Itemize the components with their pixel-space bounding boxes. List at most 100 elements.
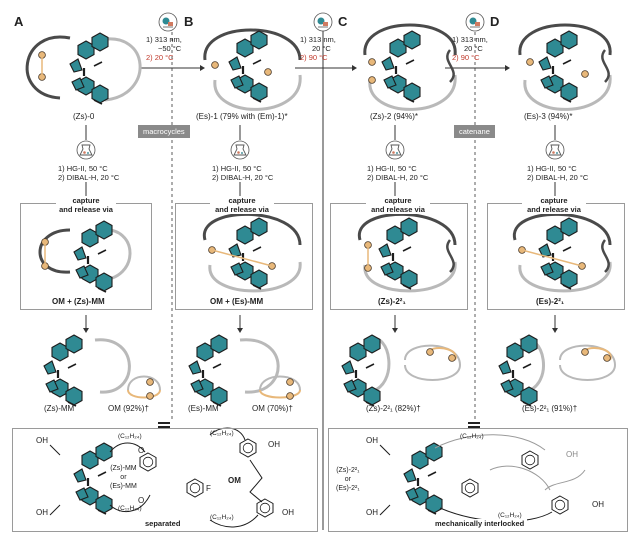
conditions-bc: 1) 313 nm, 20 °C 2) 90 °C [300,35,336,62]
legend-es-mm: (Es)-MM [110,483,137,490]
legend-or-right: or [344,476,351,483]
panel-c-start-molecule [363,23,457,111]
oxygen-label-b: O [138,496,145,505]
capture-c-molecule [358,212,457,293]
oh-label-right-bottom: OH [592,500,604,509]
label-zs-mm: (Zs)-MM [44,404,75,413]
product-a-om [127,375,161,400]
light-source-icon-cd [465,12,485,32]
chain-label-left-bottom: (C₁₂H₂₄) [118,505,142,512]
step-d-line2: 2) DIBAL-H, 20 °C [527,173,589,182]
step-c-line1: 1) HG-II, 50 °C [367,164,417,173]
label-zs-2-product: (Zs)-2²₁ (82%)† [366,404,421,413]
capture-heading-a: capture and release via [56,196,116,214]
capture-b-molecule [203,212,302,293]
oh-label-om-top: OH [268,440,280,449]
tag-macrocycles: macrocycles [138,125,190,138]
step-a: 1) HG-II, 50 °C 2) DIBAL-H, 20 °C [58,164,119,182]
label-es-mm: (Es)-MM [188,404,219,413]
bottom-box-interlocked [328,428,628,532]
oh-label-left-top: OH [36,436,48,445]
capture-c-line1: capture [384,196,412,205]
conditions-bc-line1: 1) 313 nm, [300,35,336,44]
chain-label-right-top: (C₁₂H₂₄) [460,433,484,440]
step-b-line1: 1) HG-II, 50 °C [212,164,262,173]
conditions-bc-line3: 2) 90 °C [300,53,328,62]
capture-box-a [20,203,152,310]
capture-box-c [330,203,468,310]
label-om-structure: OM [228,476,241,485]
label-zs-2: (Zs)-2 (94%)* [370,112,419,121]
oh-label-right-top: OH [566,450,578,459]
label-om-a: OM (92%)† [108,404,149,413]
catalyst-icon-b [230,140,250,160]
capture-product-b: OM + (Es)-MM [210,297,264,306]
capture-d-line2: and release via [527,205,581,214]
caption-interlocked: mechanically interlocked [432,519,528,528]
conditions-cd: 1) 313 nm, 20 °C 2) 90 °C [452,35,488,62]
capture-c-line2: and release via [371,205,425,214]
oh-label-om-bottom: OH [282,508,294,517]
label-es-2-product: (Es)-2²₁ (91%)† [522,404,578,413]
legend-catenane: (Zs)-2²₁ or (Es)-2²₁ [336,466,360,493]
bottom-box-separated [12,428,318,532]
chain-label-left-top: (C₁₂H₂₄) [118,433,142,440]
label-es-1: (Es)-1 (79% with (Em)-1)* [196,112,288,121]
legend-zs-mm: (Zs)-MM [110,465,137,472]
capture-b-line2: and release via [215,205,269,214]
panel-b-start-molecule [203,28,302,111]
capture-b-line1: capture [228,196,256,205]
label-es-3: (Es)-3 (94%)* [524,112,573,121]
catalyst-icon-c [385,140,405,160]
capture-d-molecule [513,212,612,293]
conditions-cd-line3: 2) 90 °C [452,53,480,62]
conditions-ab-line1: 1) 313 nm, [146,35,182,44]
catalyst-icon-a [76,140,96,160]
product-b-om [259,375,301,400]
capture-product-d: (Es)-2²₁ [536,297,565,306]
label-zs-0: (Zs)-0 [73,112,95,121]
oh-label-left-bottom: OH [36,508,48,517]
step-a-line2: 2) DIBAL-H, 20 °C [58,173,120,182]
product-c-catenane [342,335,462,406]
step-d: 1) HG-II, 50 °C 2) DIBAL-H, 20 °C [527,164,588,182]
fluorine-label: F [206,484,211,493]
step-b: 1) HG-II, 50 °C 2) DIBAL-H, 20 °C [212,164,273,182]
capture-box-b [175,203,313,310]
legend-zs-catenane: (Zs)-2²₁ [336,467,360,474]
chain-label-om-top: (C₁₂H₂₄) [210,430,234,437]
legend-or-left: or [120,474,127,481]
conditions-cd-line2: 20 °C [464,44,483,53]
conditions-bc-line2: 20 °C [312,44,331,53]
capture-a-line1: capture [72,196,100,205]
step-c: 1) HG-II, 50 °C 2) DIBAL-H, 20 °C [367,164,428,182]
catalyst-icon-d [545,140,565,160]
panel-a-start-molecule [25,33,142,104]
panel-letter-c: C [338,14,348,29]
legend-mm: (Zs)-MM or (Es)-MM [110,464,137,491]
panel-letter-b: B [184,14,194,29]
oxygen-label-a: O [138,446,145,455]
capture-a-molecule [38,221,132,292]
product-d-catenane [499,335,617,406]
chain-label-om-bottom: (C₁₂H₂₄) [210,514,234,521]
conditions-ab-line2: −50 °C [158,44,182,53]
capture-box-d [487,203,625,310]
conditions-ab-line3: 2) 20 °C [146,53,174,62]
conditions-ab: 1) 313 nm, −50 °C 2) 20 °C [146,35,182,62]
step-d-line1: 1) HG-II, 50 °C [527,164,577,173]
tag-catenane: catenane [454,125,495,138]
capture-product-c: (Zs)-2²₁ [378,297,406,306]
legend-es-catenane: (Es)-2²₁ [336,485,360,492]
capture-d-line1: capture [540,196,568,205]
panel-d-start-molecule [518,23,612,111]
light-source-icon-bc [313,12,333,32]
step-b-line2: 2) DIBAL-H, 20 °C [212,173,274,182]
panel-letter-d: D [490,14,500,29]
capture-a-line2: and release via [59,205,113,214]
capture-heading-c: capture and release via [366,196,430,214]
capture-heading-d: capture and release via [522,196,586,214]
chain-label-right-bottom: (C₁₂H₂₄) [498,512,522,519]
capture-product-a: OM + (Zs)-MM [52,297,105,306]
step-a-line1: 1) HG-II, 50 °C [58,164,108,173]
